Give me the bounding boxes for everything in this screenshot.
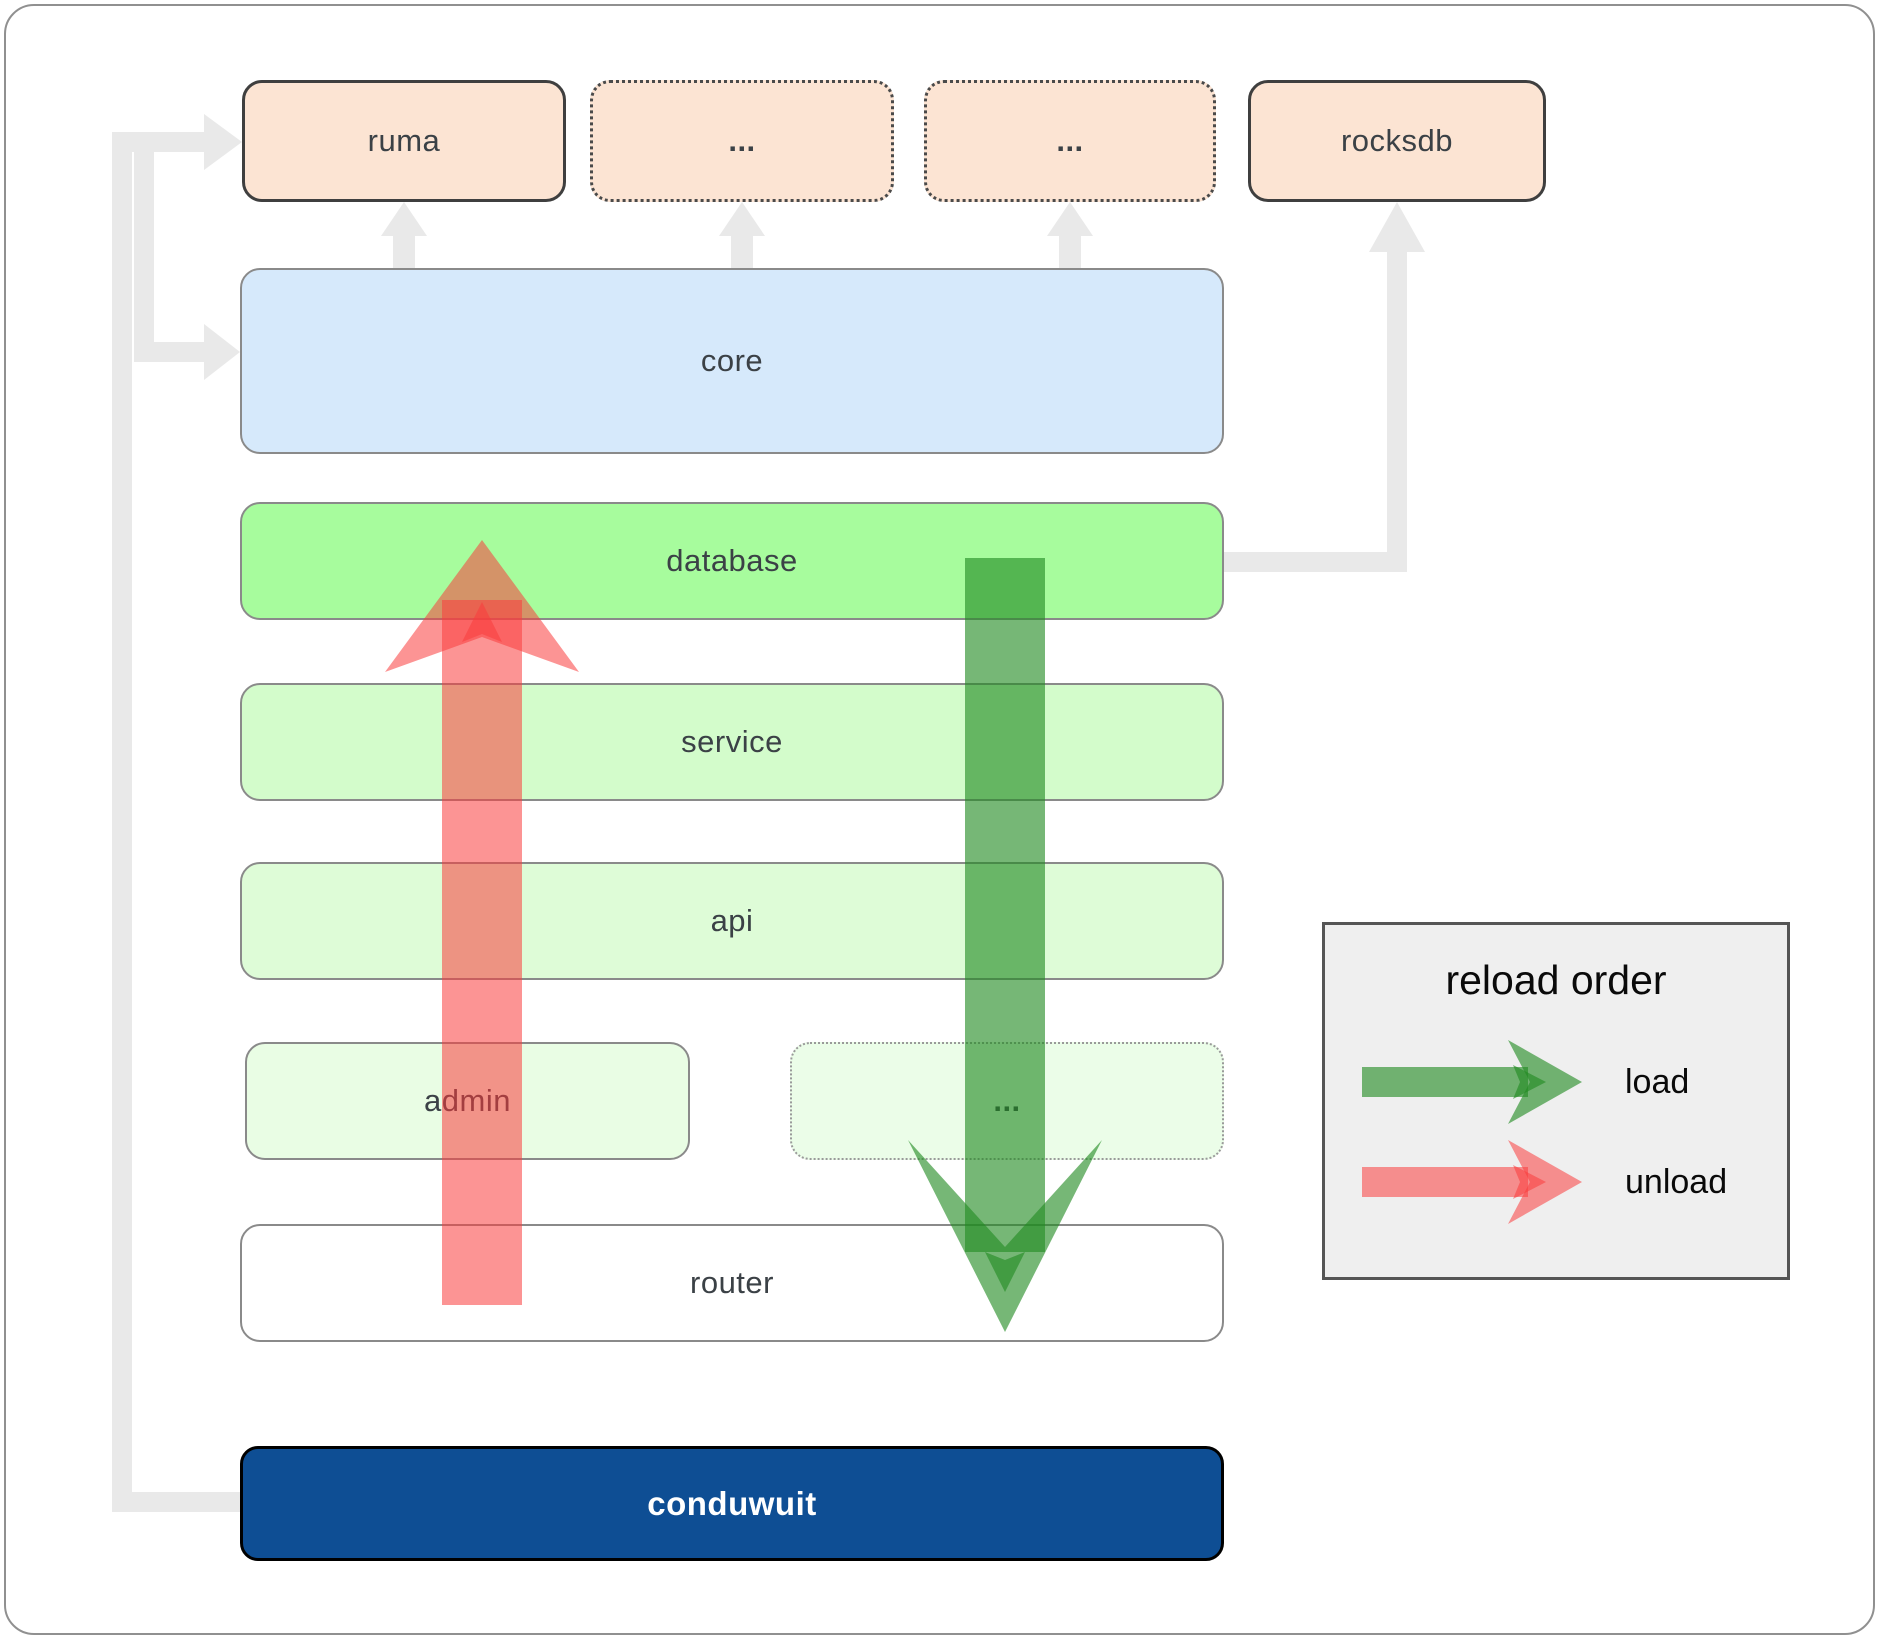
node-ellipsis-admin-row-label: ... <box>993 1083 1021 1118</box>
node-service: service <box>240 683 1224 801</box>
node-ruma-label: ruma <box>367 123 441 158</box>
outer-frame <box>4 4 1875 1635</box>
legend-title: reload order <box>1445 956 1667 1003</box>
legend-unload-label: unload <box>1625 1162 1728 1201</box>
node-database: database <box>240 502 1224 620</box>
node-service-label: service <box>681 724 783 759</box>
node-router-label: router <box>690 1265 774 1300</box>
node-database-label: database <box>666 543 798 578</box>
node-ellipsis-top-1-label: ... <box>728 123 756 158</box>
node-core: core <box>240 268 1224 454</box>
node-rocksdb: rocksdb <box>1248 80 1546 202</box>
node-api-label: api <box>710 903 754 938</box>
node-router: router <box>240 1224 1224 1342</box>
node-admin-label: admin <box>424 1083 511 1118</box>
legend-load-label: load <box>1625 1062 1690 1101</box>
node-ellipsis-top-1: ... <box>590 80 894 202</box>
node-ellipsis-admin-row: ... <box>790 1042 1224 1160</box>
node-ruma: ruma <box>242 80 566 202</box>
node-ellipsis-top-2-label: ... <box>1056 123 1084 158</box>
node-conduwuit-label: conduwuit <box>647 1484 817 1522</box>
node-api: api <box>240 862 1224 980</box>
node-ellipsis-top-2: ... <box>924 80 1216 202</box>
node-rocksdb-label: rocksdb <box>1340 123 1454 158</box>
node-core-label: core <box>700 343 764 378</box>
node-conduwuit: conduwuit <box>240 1446 1224 1561</box>
node-admin: admin <box>245 1042 690 1160</box>
